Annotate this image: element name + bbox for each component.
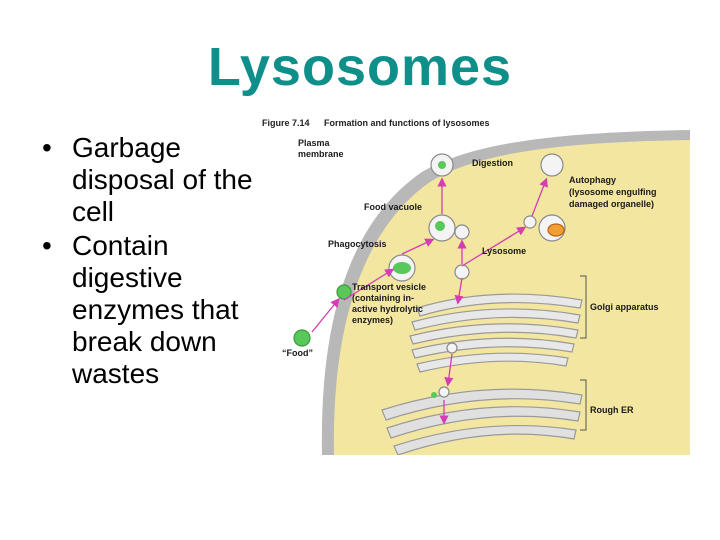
bullet-item: Garbage disposal of the cell bbox=[40, 132, 272, 228]
bullet-list: Garbage disposal of the cell Contain dig… bbox=[40, 132, 272, 392]
figure-caption-text: Formation and functions of lysosomes bbox=[324, 118, 490, 128]
label-transport-vesicle: enzymes) bbox=[352, 315, 393, 325]
label-golgi-apparatus: Golgi apparatus bbox=[590, 302, 659, 312]
vesicles bbox=[293, 153, 566, 398]
bullet-item: Contain digestive enzymes that break dow… bbox=[40, 230, 272, 390]
label-autophagy: damaged organelle) bbox=[569, 199, 654, 209]
label-rough-er: Rough ER bbox=[590, 405, 634, 415]
label-transport-vesicle: Transport vesicle bbox=[352, 282, 426, 292]
lysosome-figure: Figure 7.14 Formation and functions of l… bbox=[262, 118, 690, 455]
label-plasma-membrane: membrane bbox=[298, 149, 344, 159]
label-transport-vesicle: active hydrolytic bbox=[352, 304, 423, 314]
label-food-vacuole: Food vacuole bbox=[364, 202, 422, 212]
label-lysosome: Lysosome bbox=[482, 246, 526, 256]
slide-title: Lysosomes bbox=[207, 37, 513, 97]
label-plasma-membrane: Plasma bbox=[298, 138, 331, 148]
pathway-arrows bbox=[311, 177, 548, 425]
label-autophagy: Autophagy bbox=[569, 175, 616, 185]
label-phagocytosis: Phagocytosis bbox=[328, 239, 387, 249]
label-brackets bbox=[580, 275, 587, 431]
label-transport-vesicle: (containing in- bbox=[352, 293, 414, 303]
label-food: “Food” bbox=[282, 348, 313, 358]
figure-caption-number: Figure 7.14 bbox=[262, 118, 310, 128]
label-digestion: Digestion bbox=[472, 158, 513, 168]
label-autophagy: (lysosome engulfing bbox=[569, 187, 657, 197]
